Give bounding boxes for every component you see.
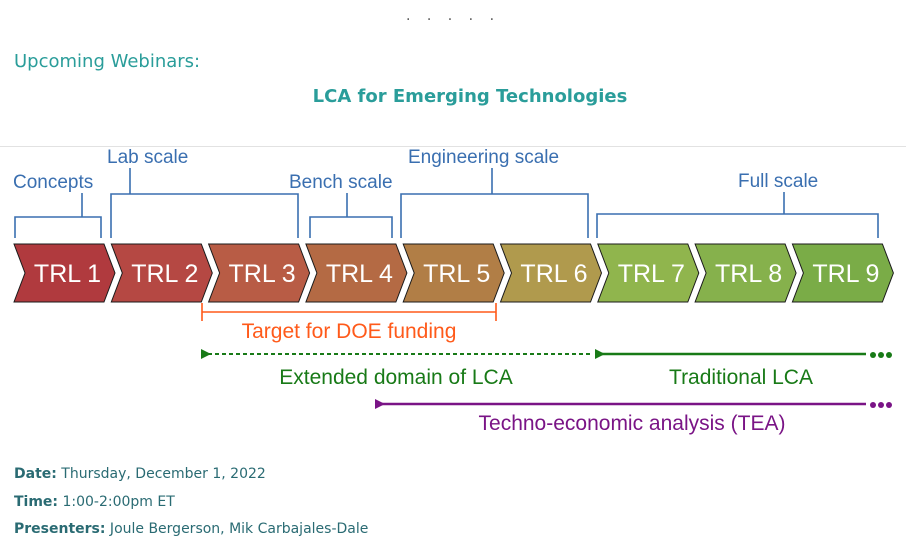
trl-chevrons: TRL 1 TRL 2 TRL 3 TRL 4 TRL 5 TRL 6 TRL 7 TRL 8… — [13, 243, 894, 303]
trl-label-9: TRL 9 — [812, 260, 879, 288]
trl-chevron-1 — [13, 243, 116, 303]
trl-label-8: TRL 8 — [715, 260, 782, 288]
trl-chevron-7 — [597, 243, 700, 303]
scale-label-lab: Lab scale — [107, 147, 188, 168]
decorative-dots: . . . . . — [405, 8, 501, 24]
trl-chevron-9 — [791, 243, 894, 303]
scale-brackets — [14, 168, 879, 238]
bracket-lab-scale — [110, 168, 299, 238]
trl-label-5: TRL 5 — [423, 260, 490, 288]
bracket-bench-scale — [309, 193, 393, 238]
trl-label-7: TRL 7 — [618, 260, 685, 288]
trl-chevron-3 — [207, 243, 311, 303]
time-line: Time: 1:00-2:00pm ET — [14, 494, 175, 510]
lca-continuation-dots — [870, 352, 892, 358]
section-heading: Upcoming Webinars: — [14, 51, 201, 72]
traditional-lca-label: Traditional LCA — [669, 366, 813, 389]
scale-label-engineering: Engineering scale — [408, 147, 559, 168]
trl-label-3: TRL 3 — [229, 260, 296, 288]
webinar-title[interactable]: LCA for Emerging Technologies — [312, 86, 628, 107]
presenters-line: Presenters: Joule Bergerson, Mik Carbaja… — [14, 521, 368, 537]
time-value: 1:00-2:00pm ET — [58, 494, 175, 510]
trl-label-6: TRL 6 — [520, 260, 587, 288]
trl-chevron-5 — [402, 243, 505, 303]
trl-label-1: TRL 1 — [34, 260, 101, 288]
extended-lca-label: Extended domain of LCA — [279, 366, 512, 389]
trl-chevron-4 — [305, 243, 408, 303]
doe-funding-label: Target for DOE funding — [242, 320, 457, 343]
scale-label-full: Full scale — [738, 171, 818, 192]
tea-continuation-dots — [870, 402, 892, 408]
date-line: Date: Thursday, December 1, 2022 — [14, 466, 266, 482]
divider — [0, 146, 906, 147]
presenters-label: Presenters: — [14, 521, 106, 537]
trl-label-2: TRL 2 — [131, 260, 198, 288]
scale-label-bench: Bench scale — [289, 172, 393, 193]
trl-label-4: TRL 4 — [326, 260, 393, 288]
bracket-engineering-scale — [400, 168, 589, 238]
time-label: Time: — [14, 494, 59, 510]
date-value: Thursday, December 1, 2022 — [56, 466, 266, 482]
date-label: Date: — [14, 466, 57, 482]
presenters-value: Joule Bergerson, Mik Carbajales-Dale — [105, 521, 369, 537]
bracket-full-scale — [596, 192, 879, 238]
trl-chevron-2 — [110, 243, 213, 303]
scale-label-concepts: Concepts — [13, 172, 93, 193]
trl-chevron-8 — [694, 243, 797, 303]
trl-chevron-6 — [499, 243, 603, 303]
doe-bracket — [201, 303, 497, 321]
tea-label: Techno-economic analysis (TEA) — [479, 412, 786, 435]
bracket-concepts — [14, 193, 102, 238]
